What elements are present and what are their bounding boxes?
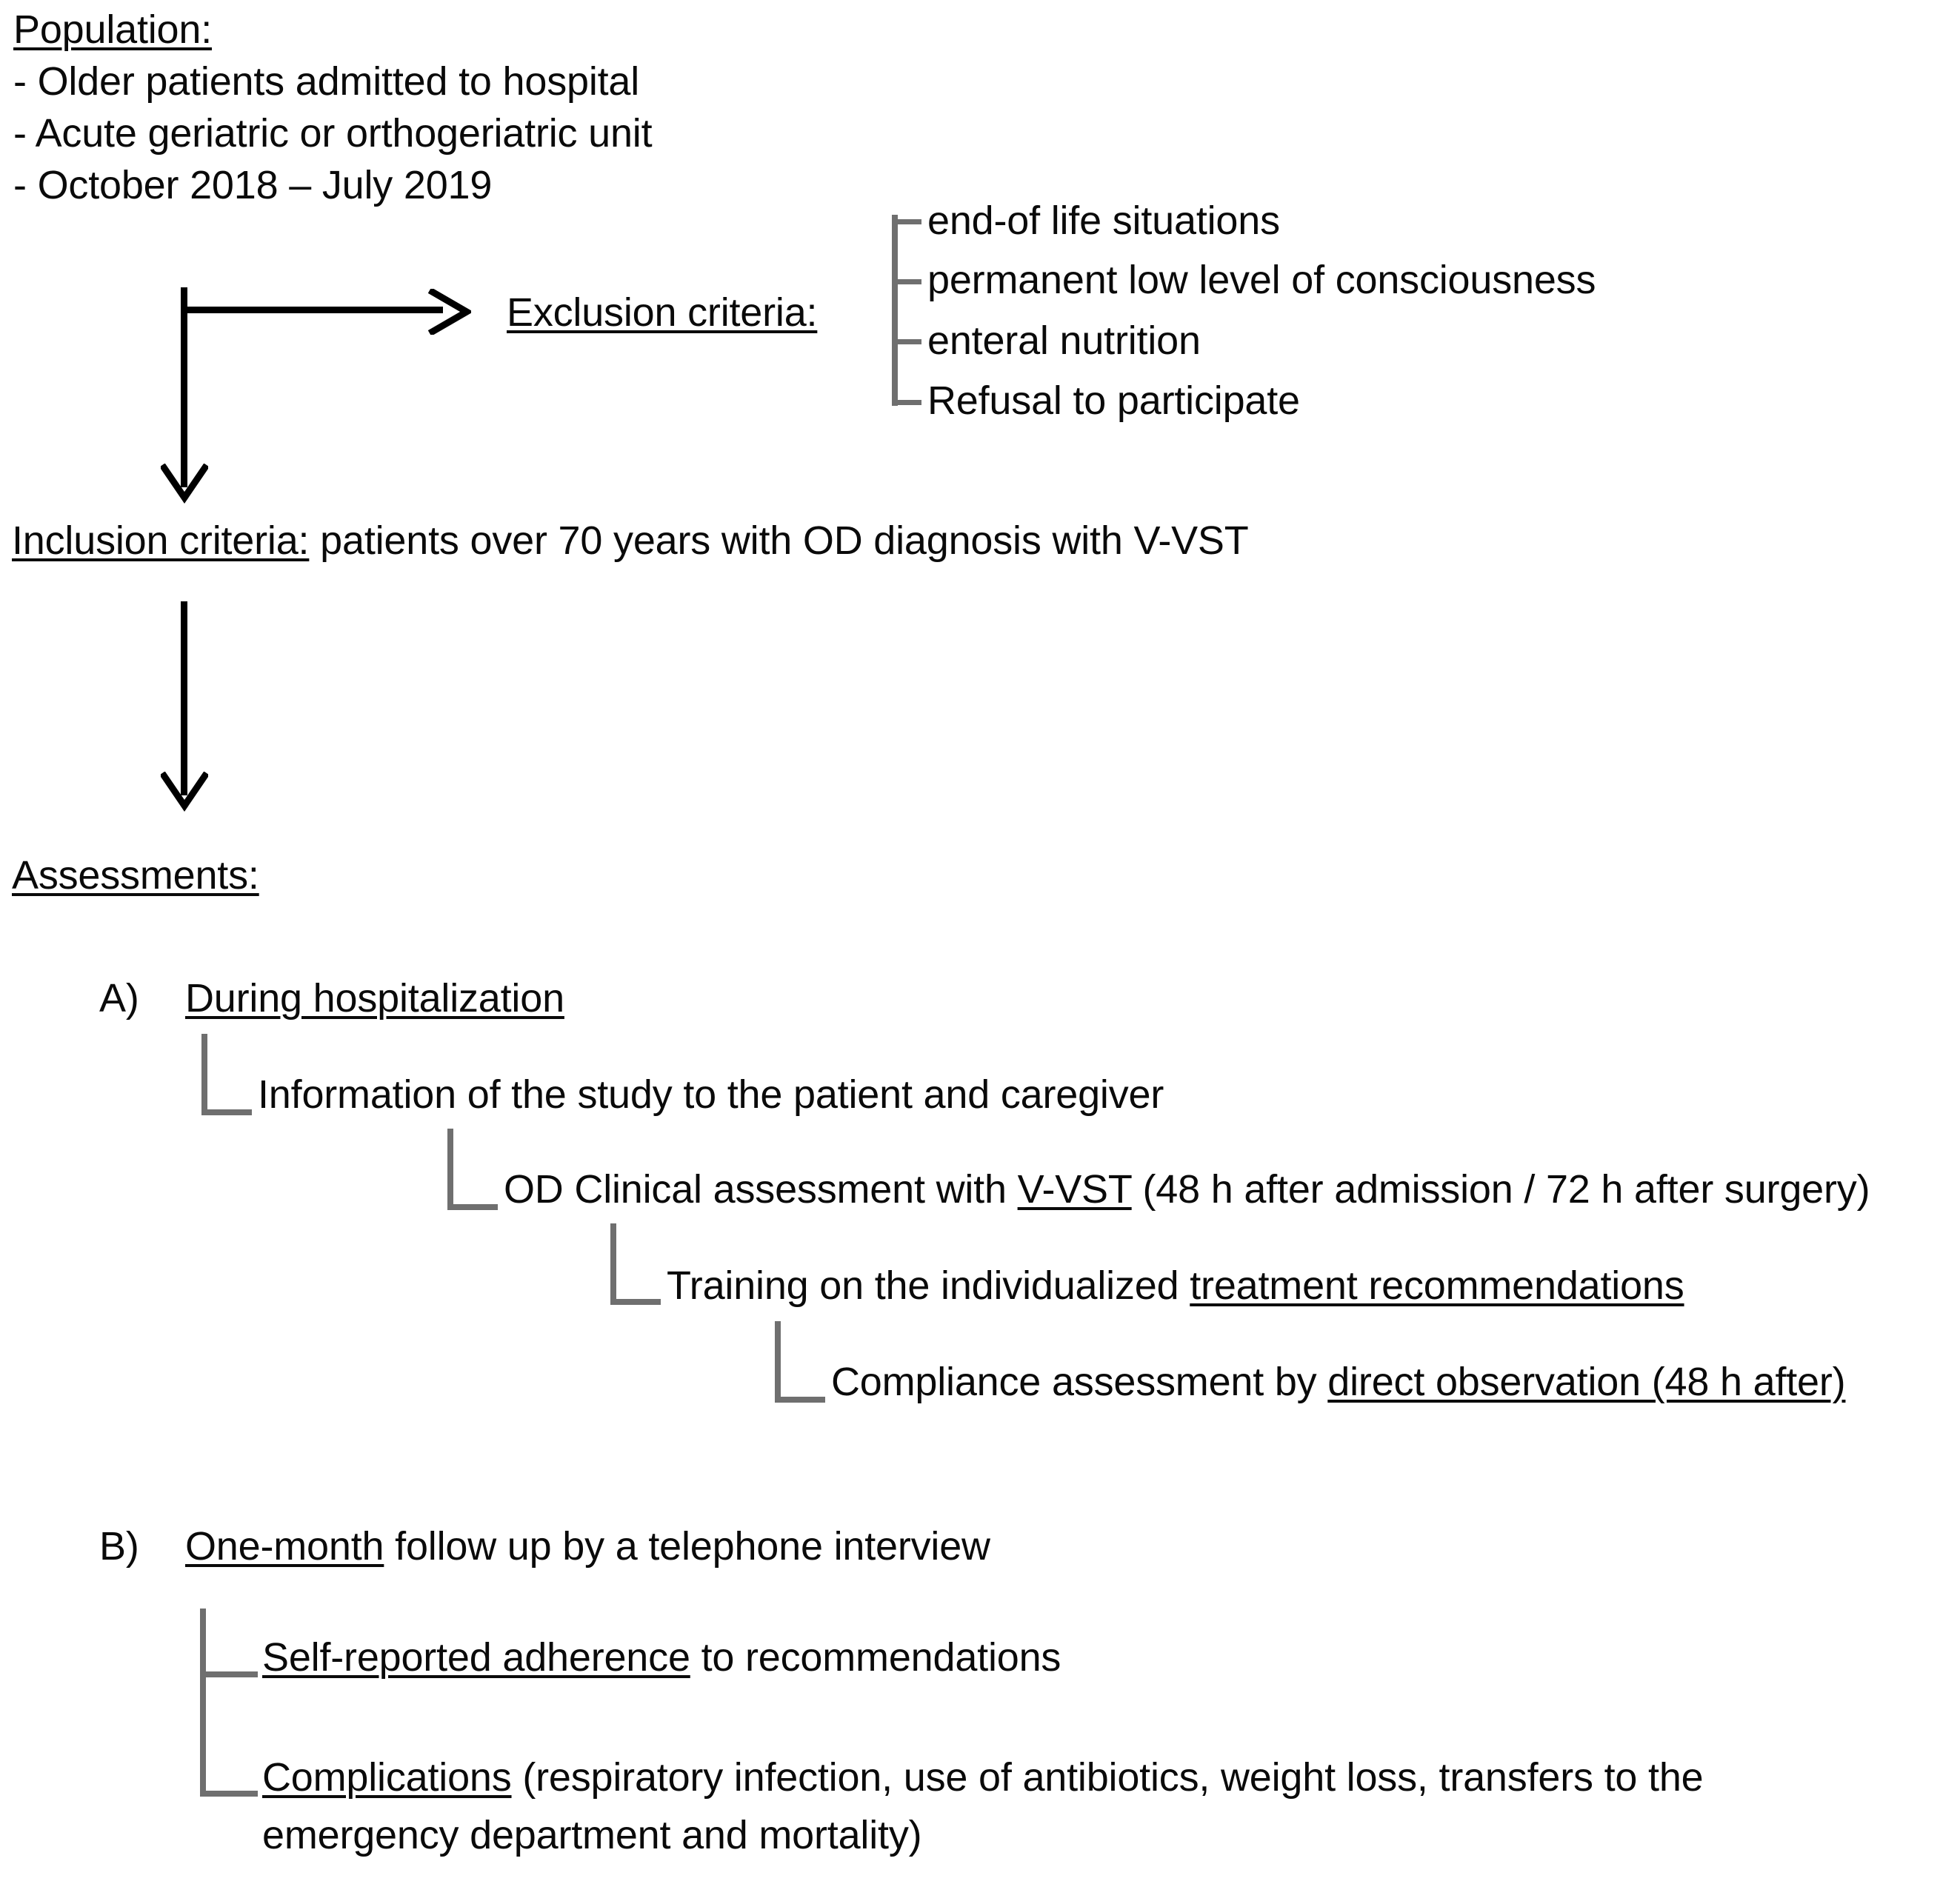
connector-vertical <box>610 1223 616 1305</box>
step-text-pre: OD Clinical assessment with <box>504 1167 1018 1212</box>
exclusion-item: enteral nutrition <box>927 318 1201 363</box>
step-text-underlined: V-VST <box>1017 1167 1132 1212</box>
step-text-underlined: treatment recommendations <box>1190 1263 1684 1308</box>
exclusion-bracket-spine <box>892 215 898 406</box>
population-line-item: - October 2018 – July 2019 <box>13 163 493 207</box>
population-line-item: - Acute geriatric or orthogeriatric unit <box>13 111 653 156</box>
arrow-right-head-1 <box>428 289 471 335</box>
exclusion-item: end-of life situations <box>927 198 1280 243</box>
section-a-title: During hospitalization <box>185 976 564 1020</box>
tree-connector-a-4 <box>775 1321 825 1403</box>
section-b-title-underlined: One-month <box>185 1524 384 1569</box>
inclusion-criteria-label: Inclusion criteria: <box>12 518 310 563</box>
connector-horizontal <box>775 1397 825 1403</box>
step-text-underlined: direct observation (48 h after) <box>1327 1360 1846 1404</box>
section-b-bracket-spine <box>200 1609 206 1797</box>
section-b-bracket-arm <box>200 1791 258 1797</box>
assessment-step-b-2-continuation: emergency department and mortality) <box>262 1813 922 1857</box>
step-text-post: to recommendations <box>690 1635 1061 1680</box>
exclusion-bracket-tick <box>892 219 921 224</box>
exclusion-bracket-tick <box>892 279 921 284</box>
section-b-title-rest: follow up by a telephone interview <box>384 1524 990 1569</box>
inclusion-criteria-line: Inclusion criteria: patients over 70 yea… <box>12 518 1249 563</box>
step-text-post: (respiratory infection, use of antibioti… <box>511 1755 1704 1800</box>
assessment-step-b-2: Complications (respiratory infection, us… <box>262 1755 1704 1800</box>
section-b-title: One-month follow up by a telephone inter… <box>185 1524 990 1569</box>
step-text-pre: Training on the individualized <box>667 1263 1190 1308</box>
assessment-step-a-3: Training on the individualized treatment… <box>667 1263 1684 1308</box>
tree-connector-a-3 <box>610 1223 661 1305</box>
connector-vertical <box>775 1321 781 1403</box>
exclusion-item: permanent low level of consciousness <box>927 258 1596 302</box>
connector-horizontal <box>610 1299 661 1305</box>
step-text-pre: Compliance assessment by <box>831 1360 1328 1404</box>
exclusion-bracket-tick <box>892 339 921 344</box>
population-heading: Population: <box>13 7 213 52</box>
assessment-step-a-4: Compliance assessment by direct observat… <box>831 1360 1846 1404</box>
connector-horizontal <box>447 1204 498 1210</box>
arrow-down-head-1 <box>161 464 208 504</box>
connector-vertical <box>201 1034 207 1115</box>
step-text-underlined: Self-reported adherence <box>262 1635 690 1680</box>
inclusion-criteria-text: patients over 70 years with OD diagnosis… <box>309 518 1249 563</box>
exclusion-bracket-tick <box>892 400 921 405</box>
step-text-pre: Information of the study to the patient … <box>258 1072 1164 1117</box>
section-a-letter: A) <box>99 976 139 1020</box>
assessment-step-b-1: Self-reported adherence to recommendatio… <box>262 1635 1061 1680</box>
arrow-vertical-shaft-1 <box>181 287 187 487</box>
step-text-post: (48 h after admission / 72 h after surge… <box>1131 1167 1870 1212</box>
section-b-letter: B) <box>99 1524 139 1569</box>
assessments-heading: Assessments: <box>12 853 259 898</box>
connector-horizontal <box>201 1109 252 1115</box>
exclusion-criteria-label: Exclusion criteria: <box>507 290 818 335</box>
arrow-horizontal-shaft-1 <box>184 307 443 313</box>
step-text-underlined: Complications <box>262 1755 512 1800</box>
assessment-step-a-2: OD Clinical assessment with V-VST (48 h … <box>504 1167 1870 1212</box>
arrow-down-head-2 <box>161 772 208 812</box>
section-b-bracket-arm <box>200 1671 258 1677</box>
tree-connector-a-1 <box>201 1034 252 1115</box>
tree-connector-a-2 <box>447 1129 498 1210</box>
arrow-vertical-shaft-2 <box>181 601 187 795</box>
population-line-item: - Older patients admitted to hospital <box>13 59 640 104</box>
connector-vertical <box>447 1129 453 1210</box>
exclusion-item: Refusal to participate <box>927 378 1300 423</box>
assessment-step-a-1: Information of the study to the patient … <box>258 1072 1164 1117</box>
